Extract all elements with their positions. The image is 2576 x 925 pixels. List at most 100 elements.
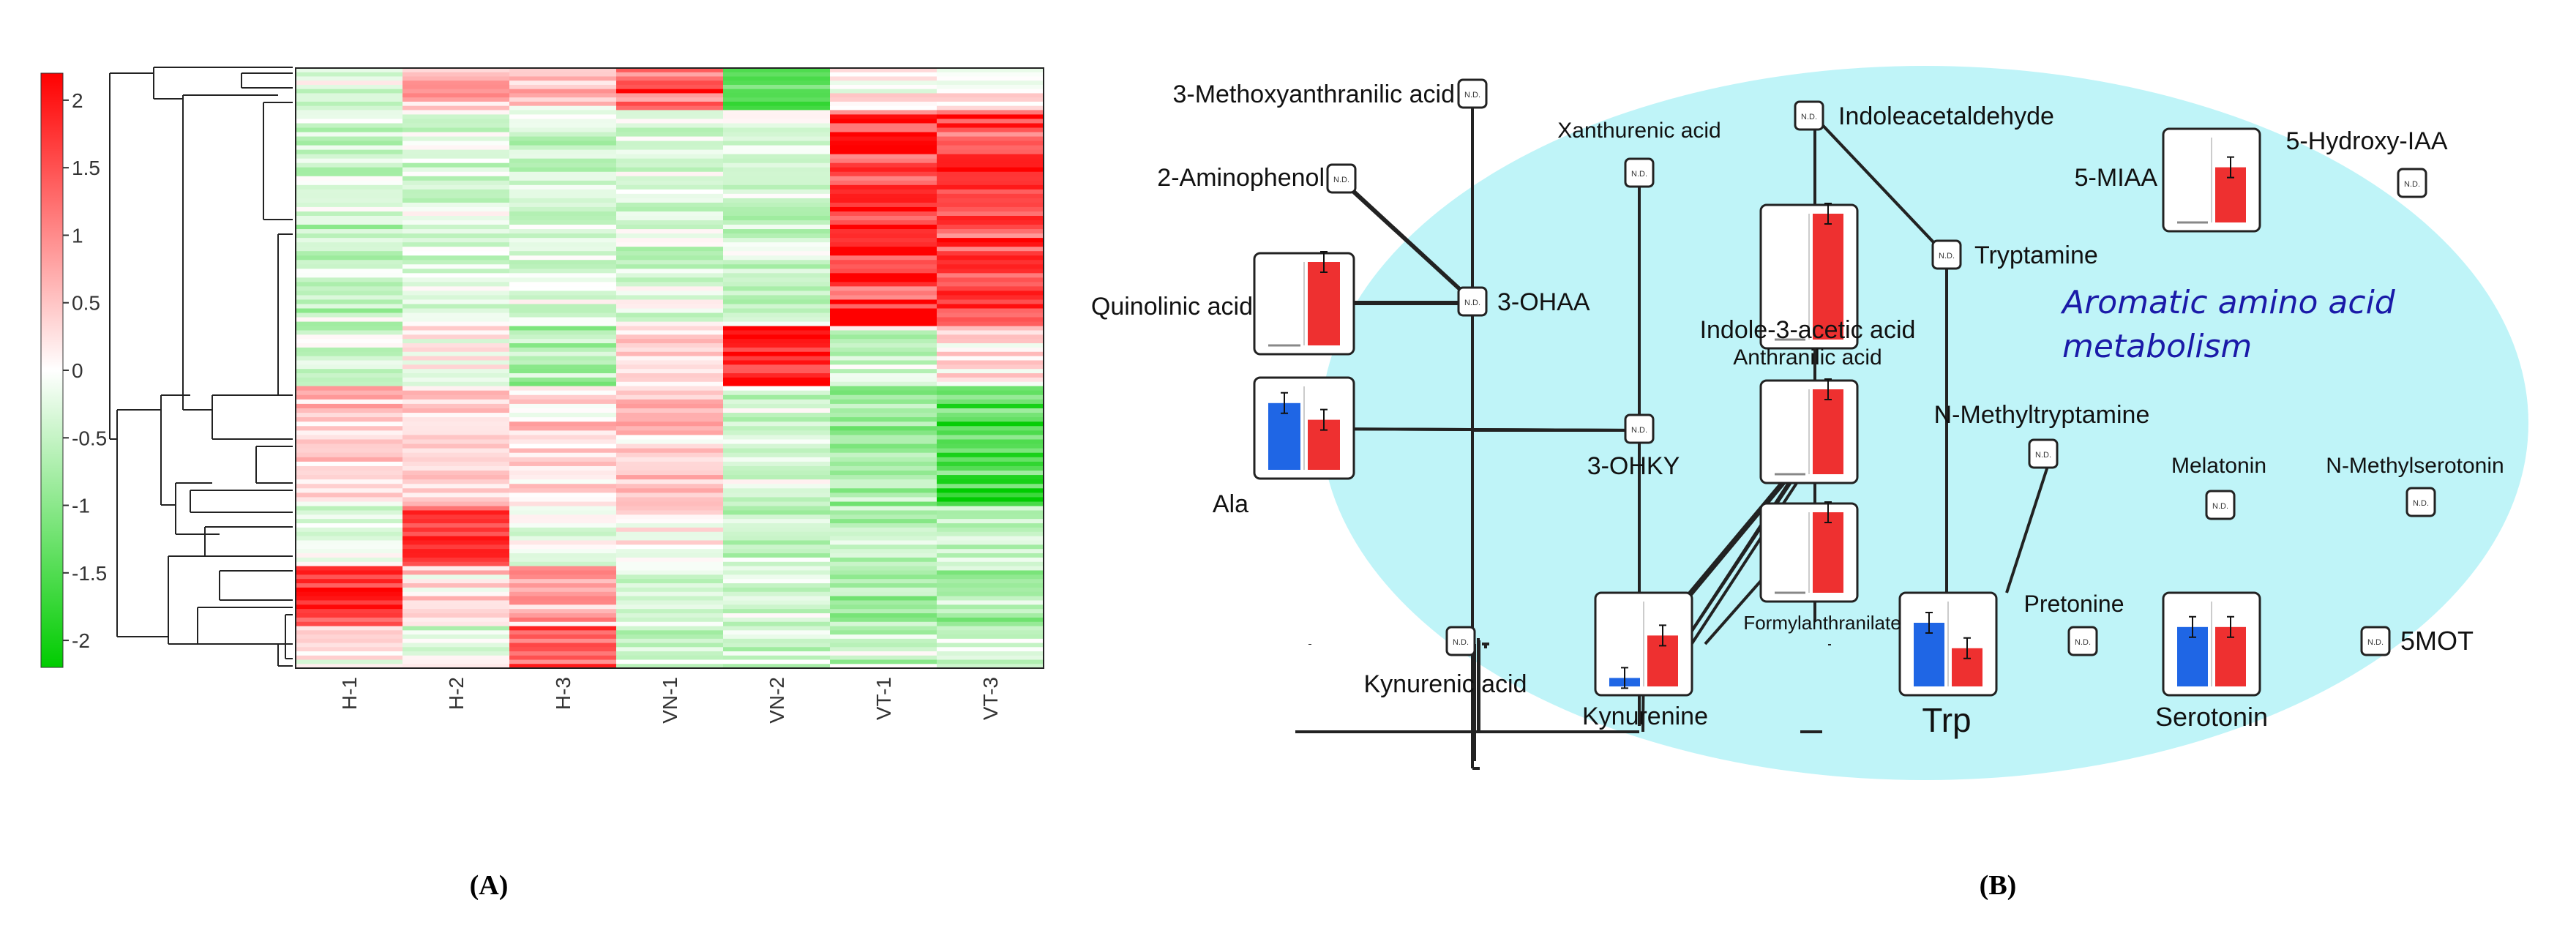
heatmap-cell — [616, 76, 724, 81]
nd-node-label: N.D. — [1631, 426, 1647, 435]
heatmap-cell — [723, 484, 831, 489]
heatmap-cell — [723, 514, 831, 520]
heatmap-cell — [937, 430, 1044, 435]
heatmap-cell — [616, 264, 724, 269]
heatmap-cell — [723, 105, 831, 111]
heatmap-cell — [509, 583, 617, 588]
metabolite-label-hydroxyiaa: 5-Hydroxy-IAA — [2285, 127, 2447, 155]
heatmap-cell — [616, 238, 724, 243]
heatmap-cell — [937, 484, 1044, 489]
heatmap-cell — [509, 609, 617, 614]
heatmap-cell — [402, 277, 510, 282]
heatmap-cell — [509, 531, 617, 537]
heatmap-cell — [616, 97, 724, 102]
heatmap-cell — [296, 448, 403, 454]
heatmap-cell — [616, 317, 724, 323]
heatmap-cell — [616, 373, 724, 378]
heatmap-cell — [937, 343, 1044, 348]
heatmap-cell — [509, 364, 617, 370]
heatmap-cell — [616, 457, 724, 462]
heatmap-cell — [616, 448, 724, 454]
heatmap-cell — [402, 356, 510, 361]
heatmap-cell — [830, 211, 937, 217]
heatmap-cell — [402, 145, 510, 151]
nd-node — [2205, 490, 2236, 520]
bar-node-errorbar — [2189, 615, 2196, 638]
heatmap-cell — [937, 123, 1044, 128]
heatmap-cell — [723, 557, 831, 563]
heatmap-sample-label: H-1 — [338, 677, 361, 710]
heatmap-cell — [616, 326, 724, 331]
heatmap-cell — [296, 604, 403, 610]
nd-node-label: N.D. — [2035, 451, 2051, 460]
heatmap-cell — [616, 347, 724, 353]
heatmap-cell — [937, 154, 1044, 160]
heatmap-sample-label: VT-1 — [872, 677, 895, 720]
nd-node — [1445, 626, 1476, 656]
heatmap-cell — [509, 557, 617, 563]
heatmap-cell — [830, 506, 937, 511]
heatmap-cell — [830, 269, 937, 274]
heatmap-cell — [402, 123, 510, 128]
heatmap-cell — [509, 145, 617, 151]
heatmap-cell — [616, 123, 724, 128]
heatmap-cell — [509, 251, 617, 256]
heatmap-cell — [723, 655, 831, 661]
metabolite-label-ala: Ala — [1213, 490, 1248, 518]
heatmap-cell — [723, 493, 831, 498]
metabolite-label-formylanthranilate: Formylanthranilate — [1743, 612, 1901, 634]
heatmap-cell — [402, 312, 510, 318]
heatmap-cell — [937, 465, 1044, 471]
heatmap-cell — [723, 114, 831, 119]
bar-node-errorbar — [2227, 156, 2234, 179]
heatmap-cell — [296, 145, 403, 151]
heatmap-cell — [296, 89, 403, 94]
heatmap-cell — [616, 295, 724, 300]
heatmap-cell — [937, 220, 1044, 225]
nd-node — [2405, 487, 2436, 517]
heatmap-cell — [830, 80, 937, 86]
heatmap-cell — [402, 189, 510, 195]
heatmap-cell — [509, 277, 617, 282]
heatmap-cell — [509, 105, 617, 111]
heatmap-cell — [937, 299, 1044, 304]
heatmap-cell — [402, 339, 510, 344]
heatmap-cell — [937, 583, 1044, 588]
heatmap-cell — [402, 422, 510, 427]
heatmap-cell — [402, 381, 510, 387]
colorbar-tick-label: -1 — [72, 495, 90, 517]
heatmap-sample-label: VN-1 — [659, 677, 681, 724]
heatmap-cell — [937, 145, 1044, 151]
heatmap-cell — [616, 655, 724, 661]
heatmap-cell — [296, 386, 403, 392]
heatmap-cell — [830, 621, 937, 627]
heatmap-cell — [296, 76, 403, 81]
heatmap-cell — [723, 506, 831, 511]
heatmap-cell — [723, 364, 831, 370]
heatmap-cell — [616, 544, 724, 550]
heatmap-cell — [509, 386, 617, 392]
heatmap-cell — [830, 523, 937, 528]
heatmap-cell — [509, 215, 617, 221]
heatmap-cell — [402, 220, 510, 225]
heatmap-cell — [937, 162, 1044, 168]
heatmap-cell — [509, 255, 617, 261]
heatmap-cell — [830, 360, 937, 365]
heatmap-cell — [402, 390, 510, 396]
heatmap-cell — [937, 72, 1044, 77]
heatmap-cell — [937, 439, 1044, 445]
heatmap-cell — [723, 544, 831, 550]
heatmap-cell — [830, 488, 937, 493]
heatmap-cell — [296, 549, 403, 554]
heatmap-cell — [723, 630, 831, 635]
heatmap-cell — [723, 613, 831, 618]
heatmap-cell — [830, 430, 937, 435]
heatmap-cell — [296, 295, 403, 300]
heatmap-cell — [937, 621, 1044, 627]
heatmap-cell — [509, 97, 617, 102]
heatmap-cell — [296, 659, 403, 664]
heatmap-cell — [937, 587, 1044, 593]
heatmap-cell — [296, 80, 403, 86]
heatmap-cell — [402, 264, 510, 269]
heatmap-cell — [616, 225, 724, 230]
